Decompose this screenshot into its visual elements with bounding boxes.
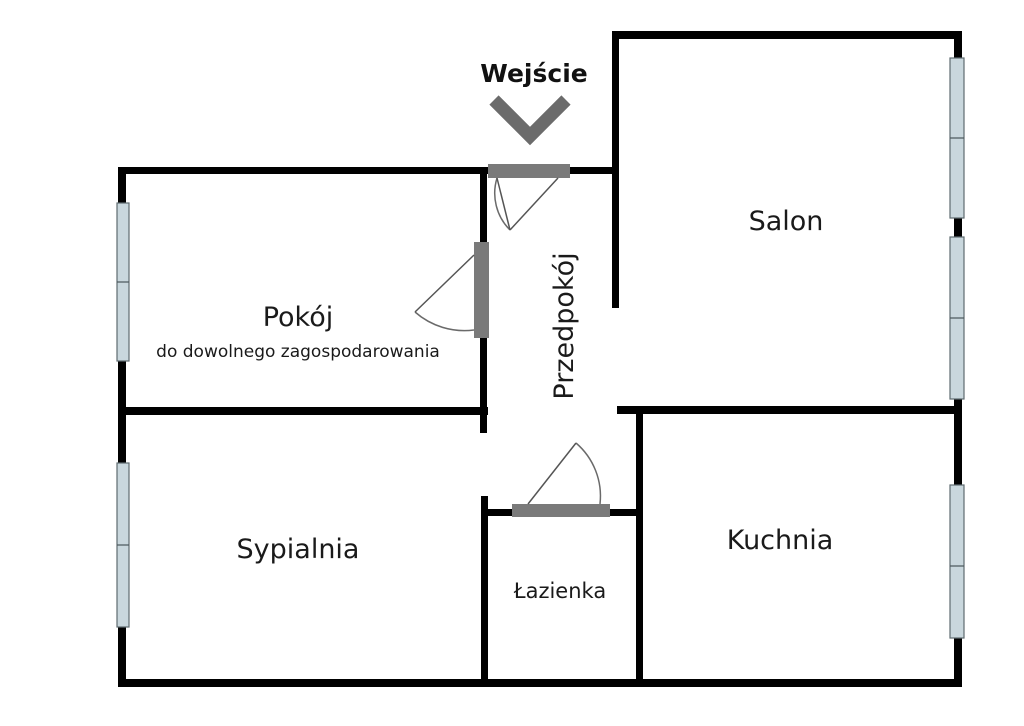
doors xyxy=(414,164,610,517)
door-entrance xyxy=(488,164,570,231)
entry-label: Wejście xyxy=(480,59,587,88)
wall-kuchnia-left xyxy=(636,406,643,687)
wall-salon-bottom xyxy=(617,406,962,414)
room-label-sypialnia: Sypialnia xyxy=(237,534,360,565)
room-label-salon: Salon xyxy=(749,206,824,237)
door-lazienka xyxy=(512,442,610,517)
wall-bottom xyxy=(118,679,961,687)
wall-salon-top xyxy=(612,31,962,39)
wall-lazienka-left xyxy=(481,496,488,687)
wall-top-left xyxy=(118,167,488,174)
window-pokoj xyxy=(116,202,130,362)
window-sypialnia xyxy=(116,462,130,628)
wall-pokoj-bottom xyxy=(118,407,488,415)
window-salon-upper xyxy=(949,57,965,219)
wall-top-corridor xyxy=(565,167,617,174)
wall-salon-left xyxy=(612,31,619,308)
room-label-przedpokoj: Przedpokój xyxy=(549,252,580,399)
windows xyxy=(116,57,965,639)
window-kuchnia xyxy=(949,484,965,639)
room-label-pokoj: Pokój xyxy=(263,302,334,333)
door-pokoj xyxy=(414,242,489,338)
window-salon-lower xyxy=(949,236,965,400)
room-label-lazienka: Łazienka xyxy=(513,579,606,603)
entrance-arrow-icon xyxy=(489,95,571,146)
room-label-kuchnia: Kuchnia xyxy=(727,525,834,556)
room-note-pokoj: do dowolnego zagospodarowania xyxy=(156,342,440,362)
wall-left xyxy=(118,167,126,687)
